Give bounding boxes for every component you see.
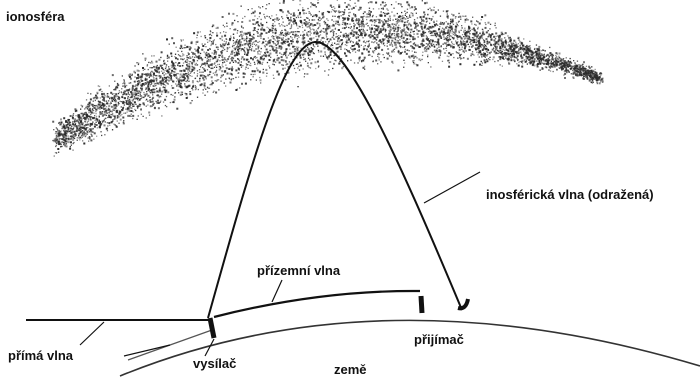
transmitter-antenna	[210, 318, 214, 338]
transmitter-label: vysílač	[193, 357, 236, 370]
direct-wave-label: přímá vlna	[8, 349, 73, 362]
receiver-label: přijímač	[414, 333, 464, 346]
sky-wave-leader	[424, 172, 480, 203]
sky-wave-label: inosférická vlna (odražená)	[486, 188, 654, 201]
receiver-antenna	[421, 296, 422, 313]
ground-wave-label: přízemní vlna	[257, 264, 340, 277]
ionosphere-label: ionosféra	[6, 10, 65, 23]
earth-label: země	[334, 363, 367, 376]
direct-wave-leader	[80, 322, 104, 345]
direct-wave-leader-2	[124, 345, 170, 356]
ionosphere-band	[52, 0, 604, 157]
ground-wave-leader	[272, 280, 282, 302]
ground-wave-path	[214, 291, 420, 317]
